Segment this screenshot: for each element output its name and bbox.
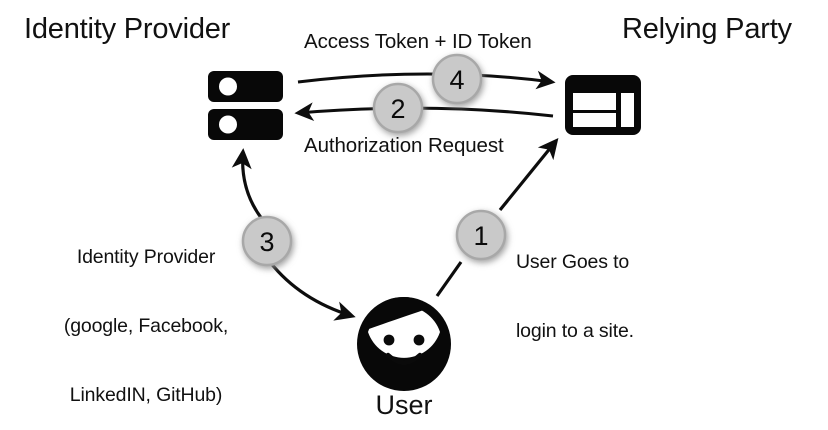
step-badge-1[interactable]: 1 bbox=[455, 209, 507, 261]
arrow-idp-user-up bbox=[231, 148, 264, 220]
relying-party-title: Relying Party bbox=[622, 13, 792, 45]
user-face-icon bbox=[357, 297, 451, 391]
step-badge-3-label: 3 bbox=[259, 227, 274, 257]
arrow-user-login bbox=[435, 261, 463, 297]
browser-window-icon bbox=[565, 75, 641, 135]
user-login-note-line-1: User Goes to bbox=[516, 251, 630, 273]
arrow-user-login-head bbox=[498, 138, 559, 212]
idp-note-line-3: LinkedIN, GitHub) bbox=[69, 384, 223, 406]
user-login-note-line-2: login to a site. bbox=[516, 320, 634, 342]
identity-provider-note: Identity Provider (google, Facebook, Lin… bbox=[0, 200, 292, 430]
authorization-request-label: Authorization Request bbox=[304, 134, 504, 157]
step-badge-4[interactable]: 4 bbox=[431, 53, 483, 105]
server-icon bbox=[208, 71, 283, 140]
access-token-label: Access Token + ID Token bbox=[304, 30, 532, 53]
identity-provider-title: Identity Provider bbox=[24, 13, 231, 45]
idp-note-line-2: (google, Facebook, bbox=[63, 315, 229, 337]
idp-note-line-1: Identity Provider bbox=[76, 246, 216, 268]
arrow-access-token bbox=[297, 70, 556, 90]
step-badge-1-label: 1 bbox=[473, 221, 488, 251]
arrow-authorization-request bbox=[294, 102, 554, 122]
step-badge-2-label: 2 bbox=[390, 94, 405, 124]
user-caption: User bbox=[375, 390, 433, 420]
user-login-note: User Goes to login to a site. bbox=[516, 205, 696, 389]
arrow-idp-user-down bbox=[268, 261, 356, 321]
step-badge-3[interactable]: 3 bbox=[241, 215, 293, 267]
step-badge-2[interactable]: 2 bbox=[372, 82, 424, 134]
step-badge-4-label: 4 bbox=[449, 65, 464, 95]
